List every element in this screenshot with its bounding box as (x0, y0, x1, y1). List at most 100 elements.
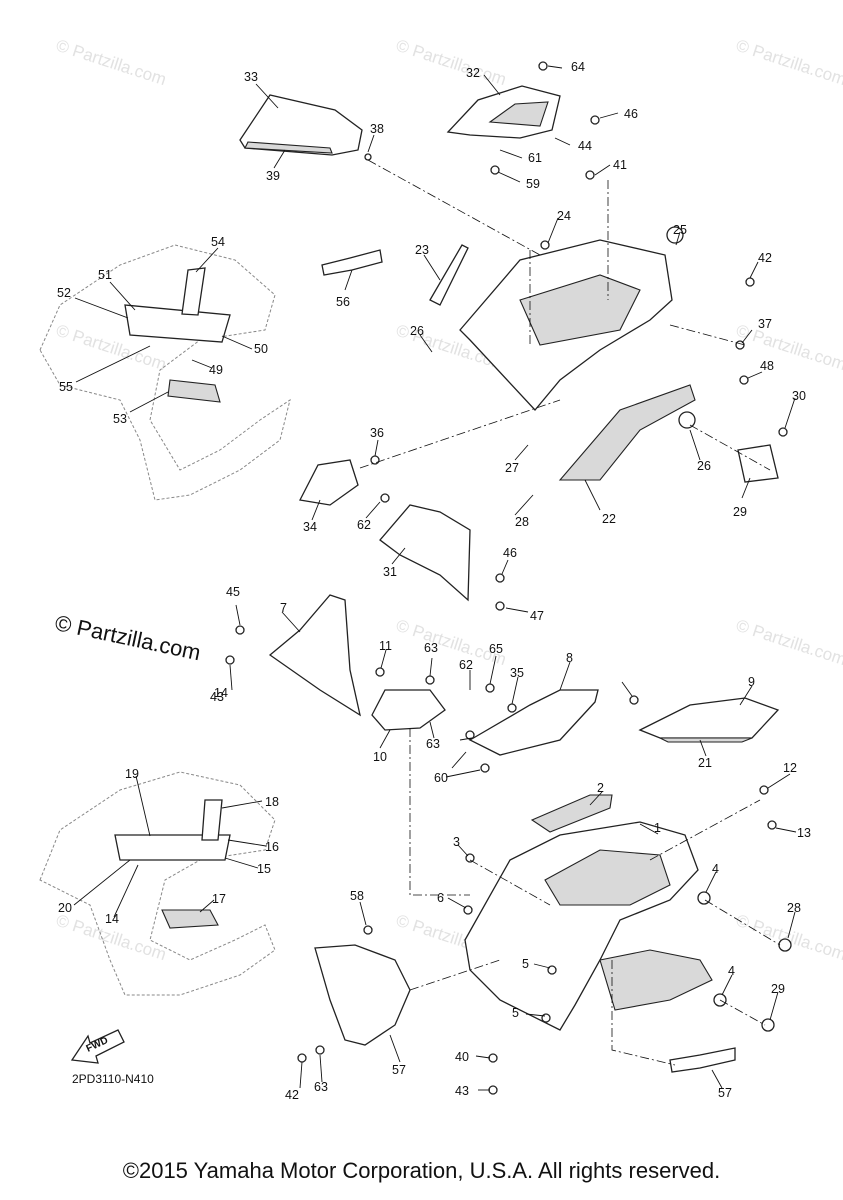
callout-number: 25 (673, 223, 687, 237)
part-57-decal (321, 249, 383, 276)
callout-number: 21 (698, 756, 712, 770)
callout-number: 44 (578, 139, 592, 153)
callout-number: 55 (59, 380, 73, 394)
callout-number: 43 (455, 1084, 469, 1098)
callout-number: 48 (760, 359, 774, 373)
part-18-piece (161, 909, 219, 929)
callout-number: 31 (383, 565, 397, 579)
callout-number: 53 (113, 412, 127, 426)
part-22-strip (659, 737, 753, 743)
diagram-code: 2PD3110-N410 (72, 1072, 154, 1086)
callout-number: 47 (530, 609, 544, 623)
callout-number: 37 (758, 317, 772, 331)
callout-number: 36 (370, 426, 384, 440)
callout-number: 34 (303, 520, 317, 534)
callout-number: 35 (510, 666, 524, 680)
fwd-arrow: FWD (70, 1029, 125, 1064)
callout-number: 7 (280, 601, 287, 615)
callout-number: 57 (392, 1063, 406, 1077)
callout-number: 14 (105, 912, 119, 926)
leader-lines (73, 65, 797, 1091)
callout-number: 22 (602, 512, 616, 526)
callout-number: 62 (357, 518, 371, 532)
part-24-bracket (429, 244, 469, 306)
callout-number: 38 (370, 122, 384, 136)
callout-number: 15 (257, 862, 271, 876)
part-2-stripe (530, 794, 613, 833)
part-9-piece (638, 697, 780, 739)
part-1-lower (599, 949, 713, 1011)
callout-number: 41 (613, 158, 627, 172)
callout-number: 5 (512, 1006, 519, 1020)
callout-number: 14 (214, 686, 228, 700)
callout-number: 6 (437, 891, 444, 905)
callout-number: 42 (758, 251, 772, 265)
watermark-text: © Partzilla.com (394, 36, 509, 89)
part-52-53-bracket (124, 304, 231, 343)
part-10-bracket (371, 689, 446, 731)
watermark-group: © Partzilla.com © Partzilla.com © Partzi… (54, 36, 843, 964)
callout-number: 57 (718, 1086, 732, 1100)
callout-number: 52 (57, 286, 71, 300)
callout-number: 11 (379, 639, 392, 653)
callout-number: 18 (265, 795, 279, 809)
callout-number: 50 (254, 342, 268, 356)
callout-number: 23 (415, 243, 429, 257)
callout-number: 4 (712, 862, 719, 876)
part-26-grommet (666, 226, 684, 244)
part-8-stay (468, 689, 599, 756)
watermark-text: © Partzilla.com (734, 321, 843, 374)
callout-number: 33 (244, 70, 258, 84)
callout-number: 56 (336, 295, 350, 309)
callout-number: 13 (797, 826, 811, 840)
callout-number: 43 (210, 690, 224, 704)
part-40-strip (244, 141, 333, 154)
callout-number: 51 (98, 268, 112, 282)
callout-number: 29 (771, 982, 785, 996)
callout-number: 46 (503, 546, 517, 560)
callout-number: 61 (528, 151, 542, 165)
callout-number: 1 (654, 821, 661, 835)
watermark-text: © Partzilla.com (54, 36, 169, 89)
callout-number: 54 (211, 235, 225, 249)
callout-number: 26 (410, 324, 424, 338)
callout-number: 32 (466, 66, 480, 80)
callout-number: 64 (571, 60, 585, 74)
callout-number: 39 (266, 169, 280, 183)
callout-number: 10 (373, 750, 387, 764)
part-19-strap (201, 799, 223, 841)
callout-number: 12 (783, 761, 797, 775)
part-26-grommet (678, 411, 696, 429)
callout-number: 3 (453, 835, 460, 849)
part-23-lower (558, 384, 696, 481)
callout-number: 2 (597, 781, 604, 795)
callout-number: 40 (455, 1050, 469, 1064)
callout-number: 19 (125, 767, 139, 781)
callout-number: 28 (787, 901, 801, 915)
reference-lines (359, 159, 781, 1066)
callout-number: 62 (459, 658, 473, 672)
callout-number: 27 (505, 461, 519, 475)
callout-number: 24 (557, 209, 571, 223)
callout-number: 65 (489, 642, 503, 656)
callout-number: 60 (434, 771, 448, 785)
callout-number: 49 (209, 363, 223, 377)
watermark-text: © Partzilla.com (734, 36, 843, 89)
part-58-panel (314, 944, 411, 1046)
callout-number: 28 (515, 515, 529, 529)
part-7-panel (268, 594, 361, 717)
callout-number: 63 (314, 1080, 328, 1094)
callout-number: 30 (792, 389, 806, 403)
part-57-decal (669, 1047, 736, 1073)
copyright-notice: ©2015 Yamaha Motor Corporation, U.S.A. A… (122, 1158, 721, 1183)
callout-number: 9 (748, 675, 755, 689)
part-54-piece (167, 379, 221, 403)
callout-number: 8 (566, 651, 573, 665)
callout-number: 46 (624, 107, 638, 121)
part-30-box (737, 444, 779, 483)
callout-number: 42 (285, 1088, 299, 1102)
callout-number: 16 (265, 840, 279, 854)
part-1-inner (544, 849, 671, 906)
callout-number: 45 (226, 585, 240, 599)
